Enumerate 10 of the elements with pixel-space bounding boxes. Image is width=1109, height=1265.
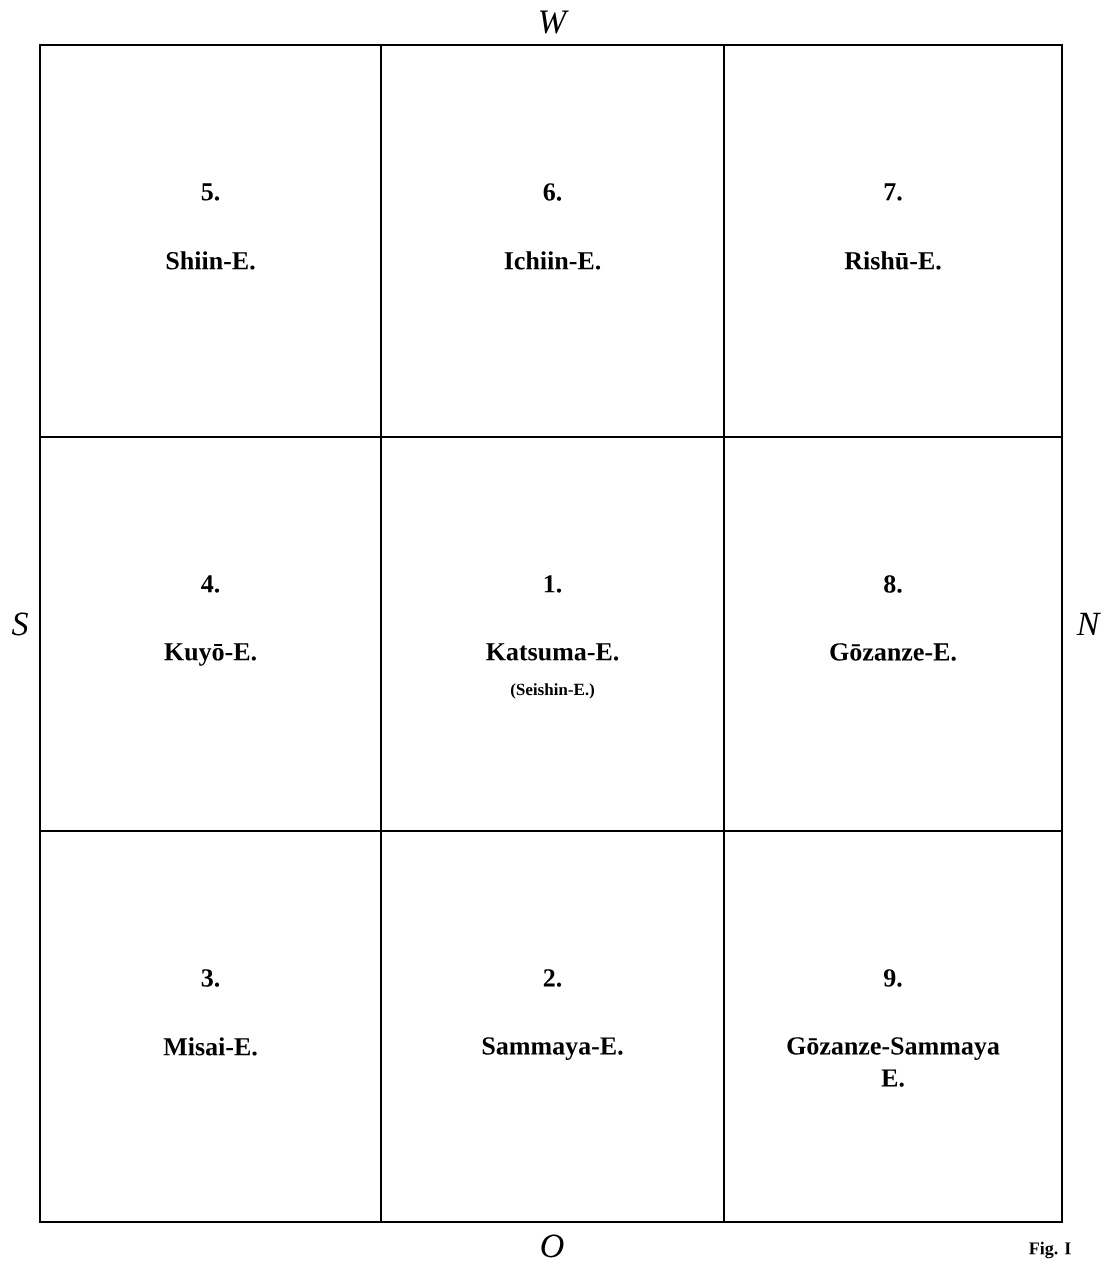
grid-cell: 7. Rishū-E. <box>723 44 1063 438</box>
figure-label: Fig. I <box>1029 1241 1071 1259</box>
grid-cell: 6. Ichiin-E. <box>380 44 725 438</box>
grid-cell: 2. Sammaya-E. <box>380 830 725 1223</box>
grid-cell: 1. Katsuma-E. (Seishin-E.) <box>380 436 725 832</box>
grid-cell: 4. Kuyō-E. <box>39 436 382 832</box>
grid-cell: 5. Shiin-E. <box>39 44 382 438</box>
grid-cell: 3. Misai-E. <box>39 830 382 1223</box>
grid-cell: 8. Gōzanze-E. <box>723 436 1063 832</box>
grid-cell: 9. Gōzanze-Sammaya E. <box>723 830 1063 1223</box>
